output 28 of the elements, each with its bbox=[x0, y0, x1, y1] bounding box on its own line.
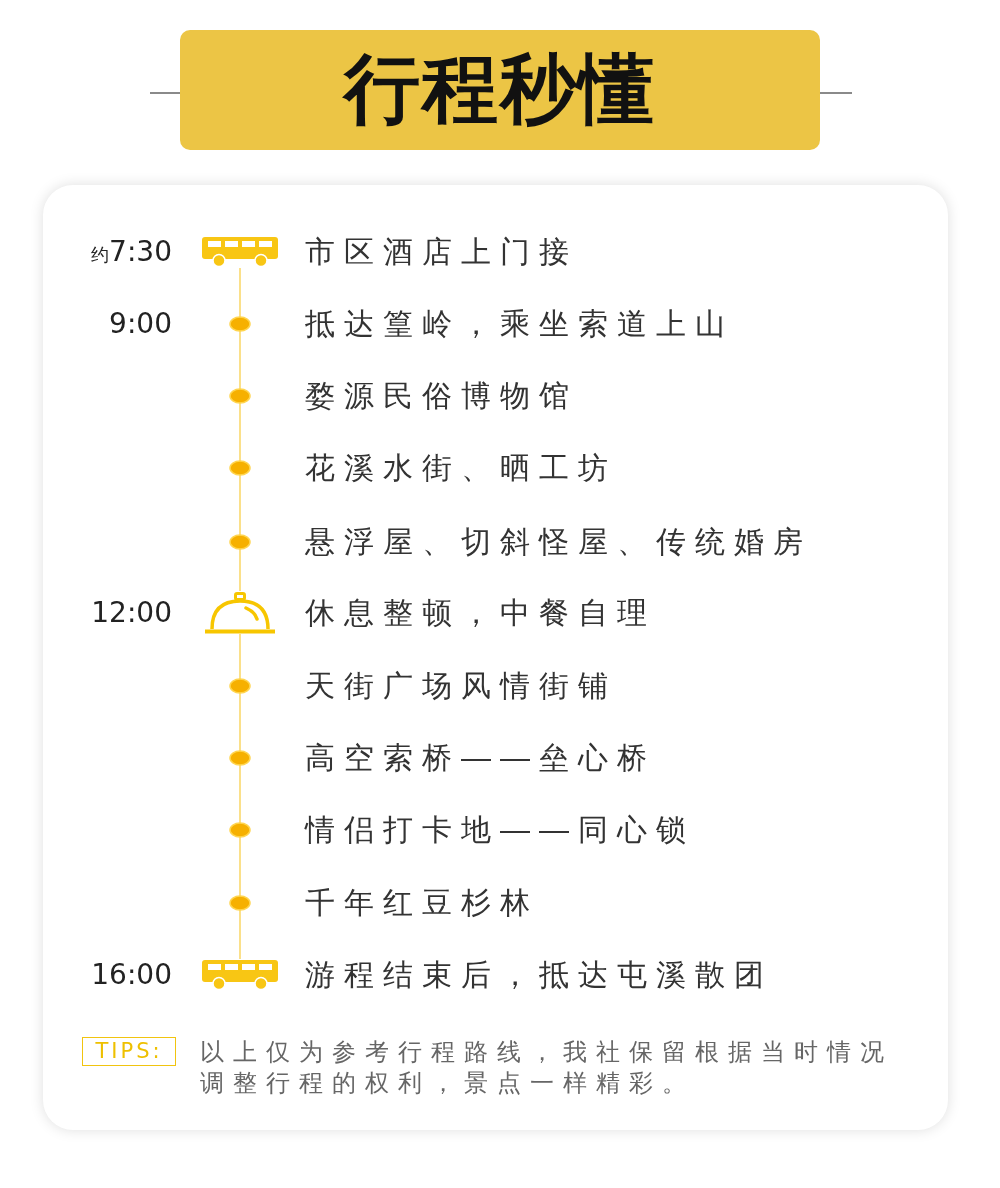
step-text: 游程结束后，抵达屯溪散团 bbox=[305, 959, 773, 991]
step-text: 千年红豆杉林 bbox=[305, 887, 539, 919]
timeline-line bbox=[239, 483, 241, 527]
timeline-line bbox=[239, 634, 241, 671]
timeline-line bbox=[239, 267, 241, 309]
step-text: 高空索桥——垒心桥 bbox=[305, 742, 656, 774]
time-label: 约7:30 bbox=[90, 236, 172, 270]
step-text: 市区酒店上门接 bbox=[305, 236, 578, 268]
time-label: 9:00 bbox=[108, 308, 172, 340]
step-text: 悬浮屋、切斜怪屋、传统婚房 bbox=[305, 526, 812, 558]
step-text: 情侣打卡地——同心锁 bbox=[305, 814, 695, 846]
step-text: 天街广场风情街铺 bbox=[305, 670, 617, 702]
timeline-line bbox=[239, 701, 241, 743]
step-text: 抵达篁岭，乘坐索道上山 bbox=[305, 308, 734, 340]
step-text: 婺源民俗博物馆 bbox=[305, 380, 578, 412]
time-label: 16:00 bbox=[90, 959, 172, 991]
timeline-line bbox=[239, 845, 241, 888]
timeline-line bbox=[239, 339, 241, 381]
note-text: 以上仅为参考行程路线，我社保留根据当时情况调整行程的权利，景点一样精彩。 bbox=[200, 1037, 894, 1098]
timeline-line bbox=[239, 918, 241, 960]
step-text: 休息整顿，中餐自理 bbox=[305, 597, 656, 629]
tips-tag: TIPS: bbox=[82, 1037, 176, 1066]
timeline-line bbox=[239, 411, 241, 453]
timeline-line bbox=[239, 773, 241, 815]
step-text: 花溪水街、晒工坊 bbox=[305, 452, 617, 484]
timeline-line bbox=[239, 557, 241, 592]
title-banner: 行程秒懂 bbox=[180, 30, 820, 150]
time-label: 12:00 bbox=[90, 597, 172, 629]
